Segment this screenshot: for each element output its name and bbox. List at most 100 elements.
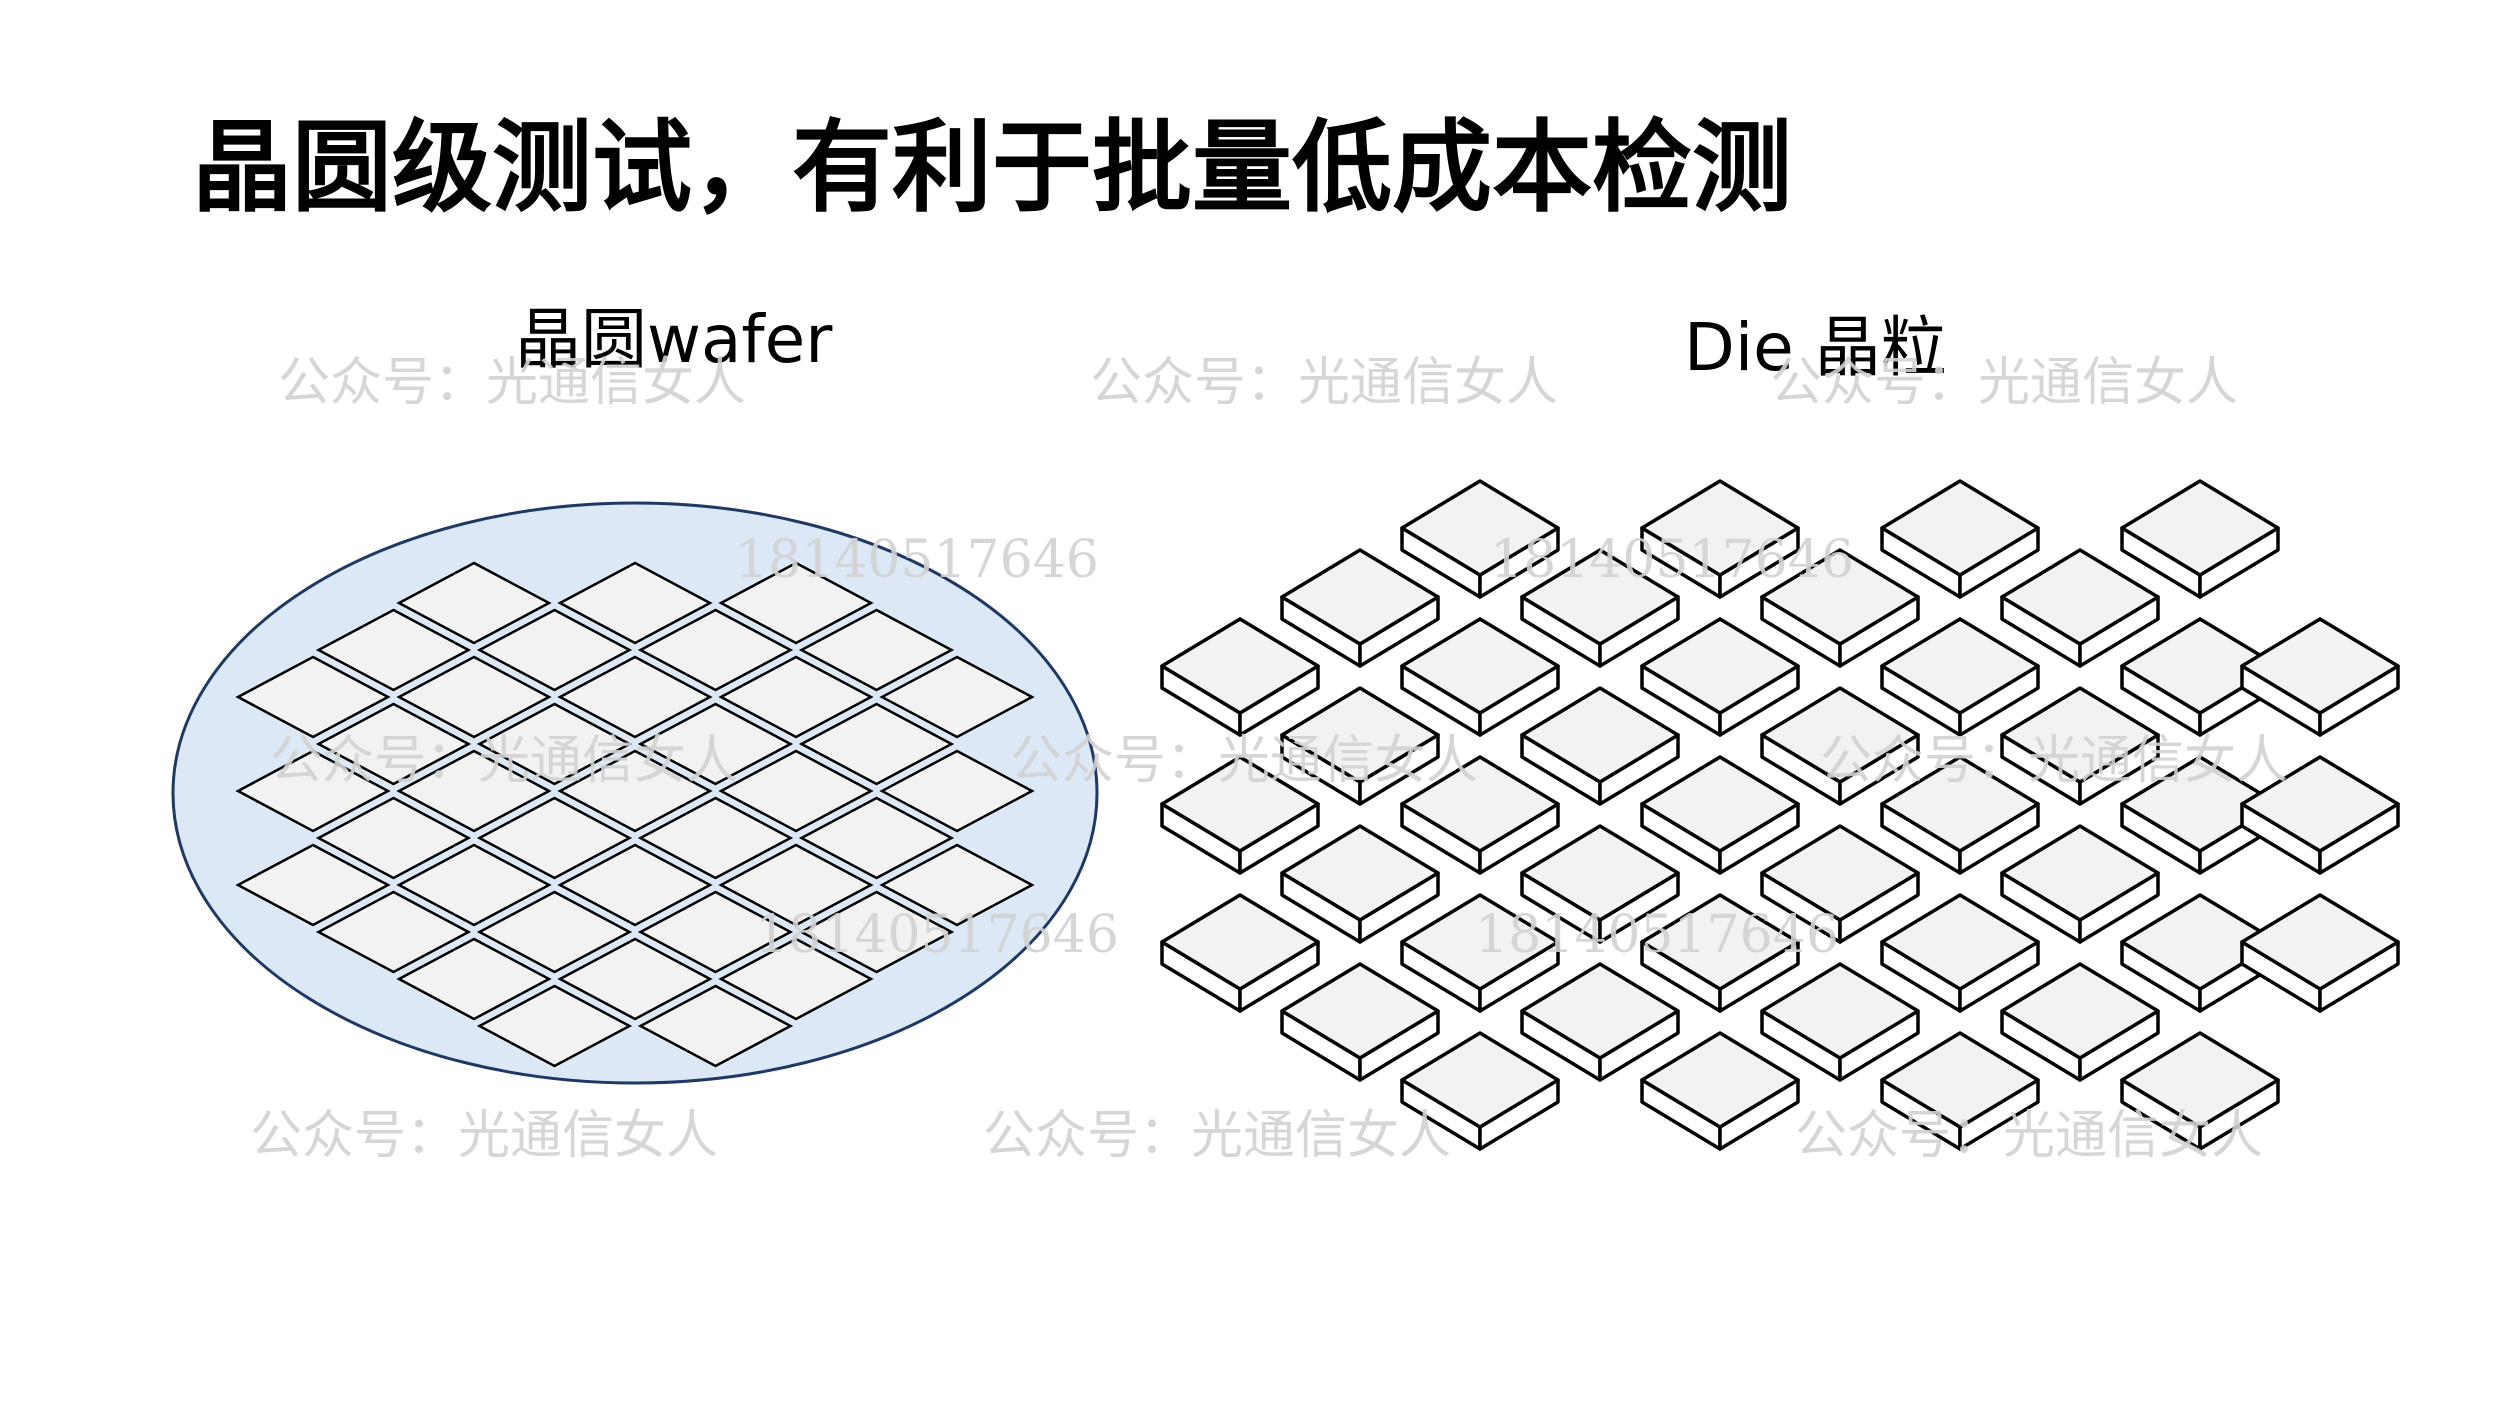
- die-block-top: [1520, 824, 1680, 922]
- die-block: [2240, 617, 2400, 737]
- die-block: [1760, 962, 1920, 1082]
- wafer-die: [557, 843, 713, 927]
- wafer-die: [798, 890, 955, 974]
- die-block: [1400, 1031, 1560, 1151]
- wafer-die: [637, 702, 794, 786]
- die-block: [1640, 1031, 1800, 1151]
- die-block: [1880, 755, 2040, 875]
- die-block: [1640, 755, 1800, 875]
- die-block-top: [2240, 893, 2400, 991]
- die-block: [1880, 893, 2040, 1013]
- wafer-die: [315, 796, 472, 880]
- die-block-top: [1640, 479, 1800, 577]
- wafer-die: [718, 749, 874, 833]
- die-block: [1640, 617, 1800, 737]
- die-block-top: [1880, 755, 2040, 853]
- die-block-top: [1640, 1031, 1800, 1129]
- die-block-top: [1400, 755, 1560, 853]
- wafer-die: [235, 655, 391, 739]
- wafer-die: [235, 749, 391, 833]
- wafer-die: [396, 561, 552, 645]
- die-block-top: [2240, 755, 2400, 853]
- die-block: [2120, 479, 2280, 599]
- die-block: [1400, 893, 1560, 1013]
- wafer-die: [476, 702, 633, 786]
- wafer-die: [557, 561, 713, 645]
- page-title: 晶圆级测试，有利于批量低成本检测: [192, 109, 1792, 226]
- wafer-die-grid: [235, 561, 1035, 1068]
- die-block: [2000, 548, 2160, 668]
- die-label: Die 晶粒: [1684, 309, 1947, 386]
- die-block-top: [1400, 893, 1560, 991]
- wafer-die: [879, 655, 1035, 739]
- die-block-top: [2120, 755, 2280, 853]
- die-block: [2120, 1031, 2280, 1151]
- die-block-top: [1400, 617, 1560, 715]
- die-array-illustration: [1160, 479, 2400, 1151]
- wafer-die: [879, 843, 1035, 927]
- wafer-die: [476, 890, 633, 974]
- die-block: [1640, 893, 1800, 1013]
- die-block: [1520, 548, 1680, 668]
- die-block-top: [1160, 755, 1320, 853]
- die-block-top: [1280, 962, 1440, 1060]
- wafer-die: [637, 890, 794, 974]
- die-block-top: [1880, 893, 2040, 991]
- die-block: [2240, 893, 2400, 1013]
- die-block-top: [1400, 1031, 1560, 1129]
- die-block: [1280, 686, 1440, 806]
- die-block-top: [1160, 893, 1320, 991]
- die-block: [1520, 686, 1680, 806]
- die-block: [1760, 548, 1920, 668]
- die-block-top: [2120, 1031, 2280, 1129]
- wafer-die: [476, 796, 633, 880]
- wafer-die: [798, 796, 955, 880]
- die-block-top: [1280, 824, 1440, 922]
- die-block-top: [1280, 686, 1440, 784]
- die-block: [1760, 824, 1920, 944]
- wafer-die: [798, 702, 955, 786]
- die-block: [1640, 479, 1800, 599]
- wafer-die: [637, 796, 794, 880]
- wafer-die: [718, 843, 874, 927]
- wafer-die: [396, 843, 552, 927]
- die-block: [1880, 1031, 2040, 1151]
- die-block-top: [1760, 686, 1920, 784]
- die-block: [1400, 755, 1560, 875]
- die-block: [1400, 617, 1560, 737]
- die-block-top: [1640, 755, 1800, 853]
- die-block: [1760, 686, 1920, 806]
- die-block: [1160, 893, 1320, 1013]
- wafer-die: [557, 749, 713, 833]
- die-block: [2000, 962, 2160, 1082]
- die-block-top: [1520, 686, 1680, 784]
- die-block-top: [1280, 548, 1440, 646]
- die-block-top: [2120, 893, 2280, 991]
- wafer-die: [637, 984, 794, 1068]
- die-block-top: [2000, 548, 2160, 646]
- die-block: [2000, 686, 2160, 806]
- wafer-die: [798, 608, 955, 692]
- die-block: [1160, 617, 1320, 737]
- wafer-die: [637, 608, 794, 692]
- die-block-top: [1640, 893, 1800, 991]
- wafer-die: [557, 937, 713, 1021]
- die-block-top: [2000, 962, 2160, 1060]
- die-block-top: [1760, 548, 1920, 646]
- die-block-top: [1760, 962, 1920, 1060]
- die-block-top: [1640, 617, 1800, 715]
- die-block-top: [2120, 617, 2280, 715]
- wafer-die: [476, 608, 633, 692]
- die-block: [1400, 479, 1560, 599]
- wafer-die: [315, 890, 472, 974]
- wafer-die: [718, 561, 874, 645]
- die-block-top: [2240, 617, 2400, 715]
- die-block: [2000, 824, 2160, 944]
- wafer-illustration: [171, 501, 1099, 1085]
- die-block: [1280, 548, 1440, 668]
- die-block-top: [2000, 686, 2160, 784]
- die-block: [1880, 617, 2040, 737]
- die-block-top: [1520, 962, 1680, 1060]
